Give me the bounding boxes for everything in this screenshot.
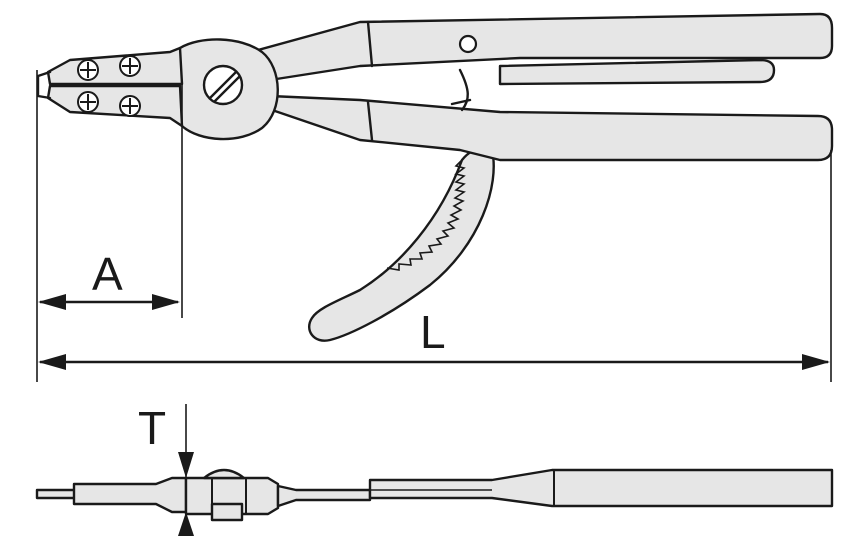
dimension-t-arrow-top [178,452,194,478]
dimension-lines: A L [36,70,832,382]
lower-jaw [46,84,184,128]
side-tip [35,488,81,500]
ratchet-teeth [386,159,466,271]
side-jaw-plate [72,476,188,514]
side-grip-sleeve [368,468,834,508]
dimension-l-arrow-left [38,354,66,370]
spring [450,68,472,112]
pliers-side-view: T [35,402,834,536]
dimension-t-arrow-bottom [178,512,194,536]
upper-handle-sleeve-line [366,20,374,68]
lower-handle-grip [307,147,495,342]
upper-handle-inner-bar [498,58,776,86]
upper-jaw [46,46,184,86]
dimension-a-label: A [92,248,123,300]
side-pivot-nut [210,502,244,522]
dimension-a-arrow-left [38,294,66,310]
dimension-a-arrow-right [152,294,180,310]
lower-handle-sleeve-line [366,100,374,142]
upper-handle-rivet [458,34,478,54]
dimension-t-label: T [138,402,166,454]
pivot-screw-icon [202,64,244,106]
pliers-top-view [36,12,834,342]
jaw-tip [36,70,52,100]
lower-handle [268,94,834,162]
upper-handle [238,12,834,82]
dimension-l-arrow-right [802,354,830,370]
side-pivot-cap [202,468,246,480]
dimension-l-label: L [420,306,446,358]
jaw-screw-icon [77,55,141,117]
side-shaft [276,484,372,508]
